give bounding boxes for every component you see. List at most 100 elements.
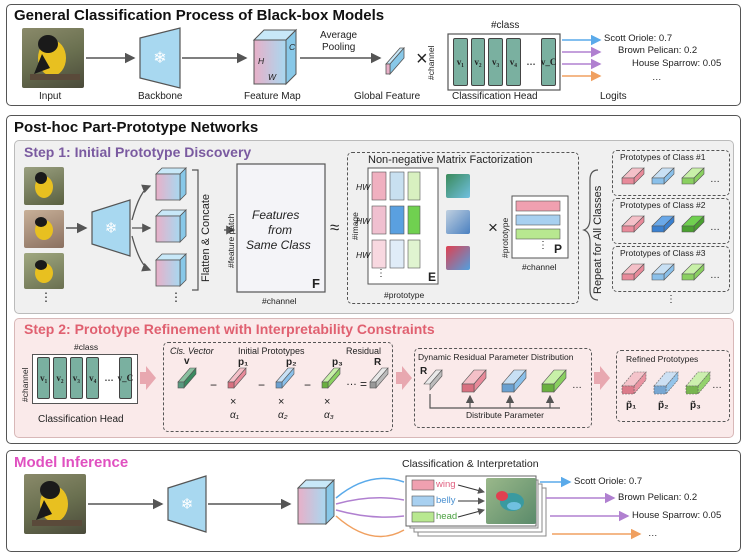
matrix-E: E	[428, 270, 437, 284]
logit-item: Scott Oriole: 0.7	[604, 33, 673, 44]
prototype-patch-3	[446, 246, 470, 270]
part-belly: belly	[436, 495, 456, 506]
prototype-cuboid	[651, 225, 665, 233]
p3-label: p₃	[332, 357, 343, 368]
refined-p3: p̃₃	[690, 400, 701, 411]
minus-1: −	[210, 378, 218, 392]
equals-sign: =	[360, 377, 368, 391]
e-dots: ⋮	[376, 268, 386, 279]
class-prototype-title: Prototypes of Class #1	[620, 152, 706, 162]
refined-title: Refined Prototypes	[626, 354, 699, 364]
svg-text:❄: ❄	[153, 50, 166, 67]
prototype-cuboid	[651, 273, 665, 281]
v-label: v	[184, 356, 190, 367]
multiply-sign: ×	[416, 48, 428, 70]
cls-interp-title: Classification & Interpretation	[402, 458, 539, 470]
logit-item: Brown Pelican: 0.2	[618, 45, 698, 56]
logit-item: Brown Pelican: 0.2	[618, 492, 698, 503]
head-cell: v_C	[118, 357, 133, 399]
hw-label-3: HW	[356, 250, 371, 260]
times-1: ×	[230, 396, 237, 408]
p2-label: p₂	[286, 357, 297, 368]
prototype-cuboid	[621, 273, 635, 281]
head-cell: v₁	[37, 357, 51, 399]
R-label: R	[374, 357, 382, 368]
logits-label: Logits	[600, 91, 627, 102]
nmf-prototype-label: #prototype	[384, 290, 425, 300]
p1-label: p₁	[238, 357, 249, 368]
inference-input-image	[24, 474, 86, 534]
head-cell: v₂	[53, 357, 67, 399]
approx-sign: ≈	[330, 218, 340, 237]
prototype-cuboid	[621, 225, 635, 233]
panel-model-inference	[6, 450, 741, 552]
prototype-patch-2	[446, 210, 470, 234]
head-label: Classification Head	[452, 91, 538, 102]
features-text-1: Features	[252, 208, 300, 222]
features-text-2: from	[268, 223, 292, 237]
head-cell: v₃	[488, 38, 503, 86]
step2-class-label: #class	[74, 342, 99, 352]
interpretation-bird-image	[486, 478, 536, 524]
alpha-3: α₃	[324, 410, 334, 421]
alpha-1: α₁	[230, 410, 239, 421]
nmf-multiply: ×	[488, 218, 498, 237]
nmf-box	[347, 152, 579, 304]
backbone-label: Backbone	[138, 91, 183, 102]
dynamic-dots: …	[572, 380, 582, 391]
step2-head-label: Classification Head	[38, 414, 124, 425]
dynamic-residual-box	[414, 348, 592, 428]
times-2: ×	[278, 396, 285, 408]
class-bird-image-2	[24, 210, 64, 248]
class-prototype-group	[612, 150, 730, 196]
svg-text:❄: ❄	[105, 220, 118, 237]
head-cell: v₄	[86, 357, 100, 399]
dynamic-R: R	[420, 366, 428, 377]
class-prototype-ellipsis: …	[710, 270, 720, 281]
head-cell: v₃	[69, 357, 83, 399]
eq-dots: …	[346, 376, 357, 388]
logit-item: …	[648, 528, 658, 539]
dynamic-title: Dynamic Residual Parameter Distribution	[418, 352, 574, 362]
times-3: ×	[324, 396, 331, 408]
svg-text:❄: ❄	[181, 496, 194, 513]
step2-equation-box	[163, 342, 393, 432]
f-channel-label: #channel	[262, 296, 297, 306]
step1-title: Step 1: Initial Prototype Discovery	[24, 144, 252, 160]
cls-vector-label: Cls. Vector	[170, 346, 214, 356]
head-cell: v_C	[541, 38, 556, 86]
cubes-ellipsis: ⋮	[170, 290, 182, 304]
global-feature-label: Global Feature	[354, 91, 421, 102]
class-prototype-ellipsis: …	[710, 222, 720, 233]
class-prototype-group	[612, 246, 730, 292]
residual-label: Residual	[346, 346, 382, 356]
class-label: #class	[491, 20, 520, 31]
hw-label-2: HW	[356, 216, 371, 226]
nmf-title: Non-negative Matrix Factorization	[368, 154, 533, 166]
prototype-cuboid	[681, 225, 695, 233]
head-cell: …	[526, 57, 536, 67]
logit-item: …	[652, 72, 662, 83]
feature-map-h: H	[258, 56, 265, 66]
initial-protos-label: Initial Prototypes	[238, 346, 305, 356]
logit-item: Scott Oriole: 0.7	[574, 476, 643, 487]
distribute-label: Distribute Parameter	[466, 410, 544, 420]
matrix-F: F	[312, 276, 320, 291]
minus-3: −	[304, 378, 312, 392]
prototype-cuboid	[621, 177, 635, 185]
input-label: Input	[39, 91, 62, 102]
class-prototype-ellipsis: …	[710, 174, 720, 185]
head-cell: v₁	[453, 38, 468, 86]
part-wing: wing	[436, 479, 456, 490]
feature-map-w: W	[268, 72, 277, 82]
step2-title: Step 2: Prototype Refinement with Interp…	[24, 321, 435, 337]
prototype-cuboid	[651, 177, 665, 185]
class-bird-image-1	[24, 167, 64, 205]
logit-item: House Sparrow: 0.05	[632, 58, 722, 69]
